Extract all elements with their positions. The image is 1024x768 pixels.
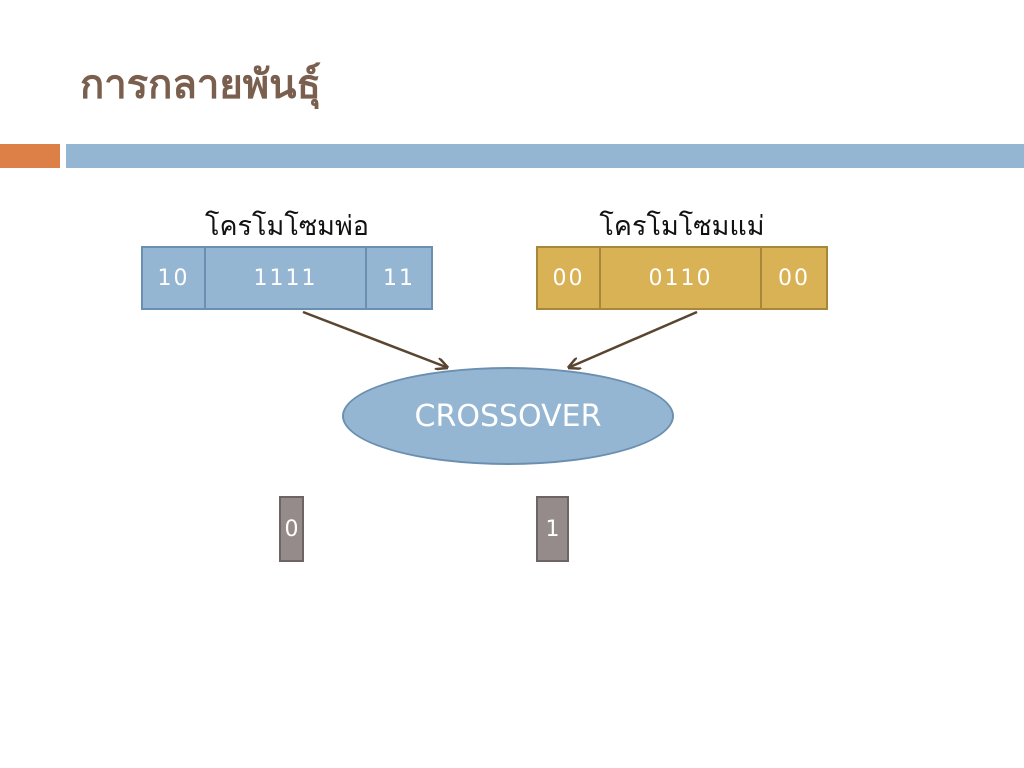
mother-chromosome: 00 0110 00 [536, 246, 828, 310]
mother-to-crossover-arrow [570, 310, 698, 367]
father-gene-3: 11 [367, 246, 433, 310]
father-to-crossover-arrow [302, 310, 446, 367]
mother-chromosome-label: โครโมโซมแม่ [599, 211, 765, 242]
father-gene-2: 1111 [206, 246, 367, 310]
father-chromosome-label: โครโมโซมพ่อ [204, 211, 369, 242]
mother-gene-2: 0110 [601, 246, 762, 310]
offspring-bit-1: 0 [279, 496, 304, 562]
crossover-node: CROSSOVER [342, 367, 674, 465]
mother-gene-1: 00 [536, 246, 601, 310]
mother-gene-3: 00 [762, 246, 828, 310]
slide-title: การกลายพันธุ์ [80, 62, 321, 108]
header-accent-bar [0, 144, 60, 168]
father-chromosome: 10 1111 11 [141, 246, 433, 310]
father-gene-1: 10 [141, 246, 206, 310]
offspring-bit-2: 1 [536, 496, 569, 562]
header-divider-bar [66, 144, 1024, 168]
